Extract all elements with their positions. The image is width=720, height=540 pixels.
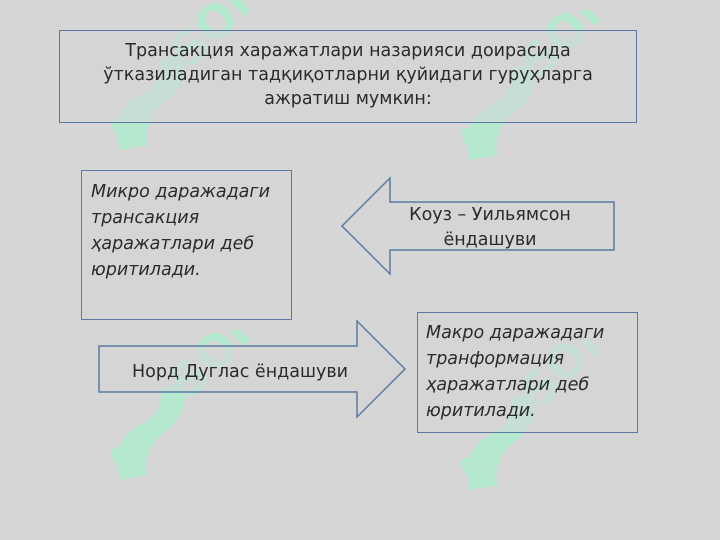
macro-level-box: Макро даражадаги транформация ҳаражатлар… bbox=[417, 312, 638, 433]
macro-level-text: Макро даражадаги транформация ҳаражатлар… bbox=[426, 323, 605, 421]
title-box: Трансакция харажатлари назарияси доираси… bbox=[59, 30, 637, 123]
coase-williamson-label: Коуз – Уильямсон ёндашуви bbox=[409, 205, 571, 250]
north-douglass-label: Норд Дуглас ёндашуви bbox=[131, 362, 349, 382]
right-arrow-shape bbox=[98, 319, 407, 419]
micro-level-text: Микро даражадаги трансакция ҳаражатлари … bbox=[91, 182, 270, 280]
micro-level-box: Микро даражадаги трансакция ҳаражатлари … bbox=[81, 170, 292, 320]
left-arrow-shape bbox=[340, 176, 615, 276]
title-text: Трансакция харажатлари назарияси доираси… bbox=[103, 41, 593, 109]
